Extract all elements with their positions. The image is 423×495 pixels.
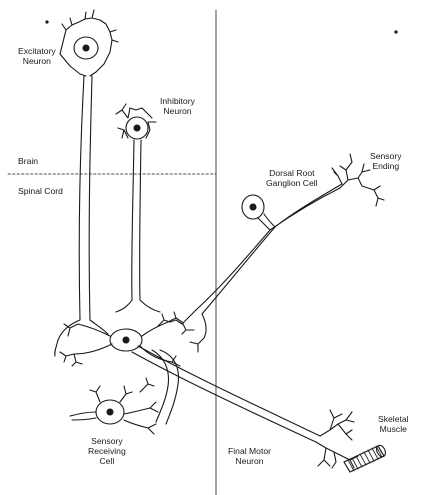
label-spinal-cord: Spinal Cord xyxy=(18,186,63,196)
label-excitatory-neuron: Excitatory Neuron xyxy=(18,46,56,66)
label-inhibitory-neuron: Inhibitory Neuron xyxy=(160,96,195,116)
label-final-motor-neuron: Final Motor Neuron xyxy=(228,446,271,466)
skeletal-muscle xyxy=(344,444,387,472)
excitatory-neuron xyxy=(55,10,118,356)
label-sensory-ending: Sensory Ending xyxy=(370,151,402,171)
sensory-receiving-cell xyxy=(70,378,158,434)
label-dorsal-root-ganglion-cell: Dorsal Root Ganglion Cell xyxy=(266,168,318,188)
central-neuron xyxy=(60,312,194,424)
label-brain: Brain xyxy=(18,156,38,166)
inhibitory-neuron xyxy=(116,104,160,312)
stray-dot xyxy=(395,31,397,33)
label-skeletal-muscle: Skeletal Muscle xyxy=(378,414,409,434)
stray-dot xyxy=(46,21,48,23)
label-sensory-receiving-cell: Sensory Receiving Cell xyxy=(88,436,126,466)
